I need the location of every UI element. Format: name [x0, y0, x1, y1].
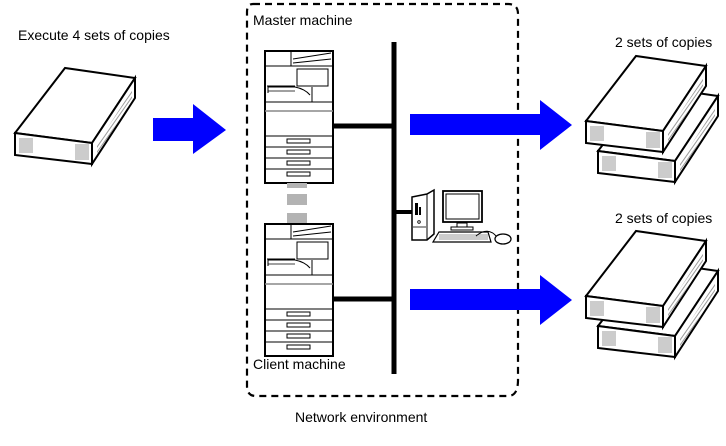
machine-link-dashes — [287, 183, 307, 223]
double-paper-stack-icon — [585, 55, 719, 183]
network-boundary — [245, 2, 520, 398]
client-machine-label: Client machine — [253, 356, 346, 372]
output-bottom-label: 2 sets of copies — [615, 210, 713, 226]
network-environment-label: Network environment — [295, 409, 428, 425]
desktop-computer-icon — [411, 188, 512, 245]
master-machine-label: Master machine — [253, 12, 353, 28]
multifunction-printer-icon — [264, 223, 334, 357]
paper-stack-icon — [14, 67, 136, 165]
arrow-to-output-top — [410, 100, 572, 150]
source-label: Execute 4 sets of copies — [18, 27, 170, 43]
multifunction-printer-icon — [264, 50, 334, 184]
output-top-label: 2 sets of copies — [615, 34, 713, 50]
arrow-to-master — [153, 104, 226, 154]
double-paper-stack-icon — [585, 230, 719, 358]
arrow-to-output-bottom — [410, 275, 572, 325]
